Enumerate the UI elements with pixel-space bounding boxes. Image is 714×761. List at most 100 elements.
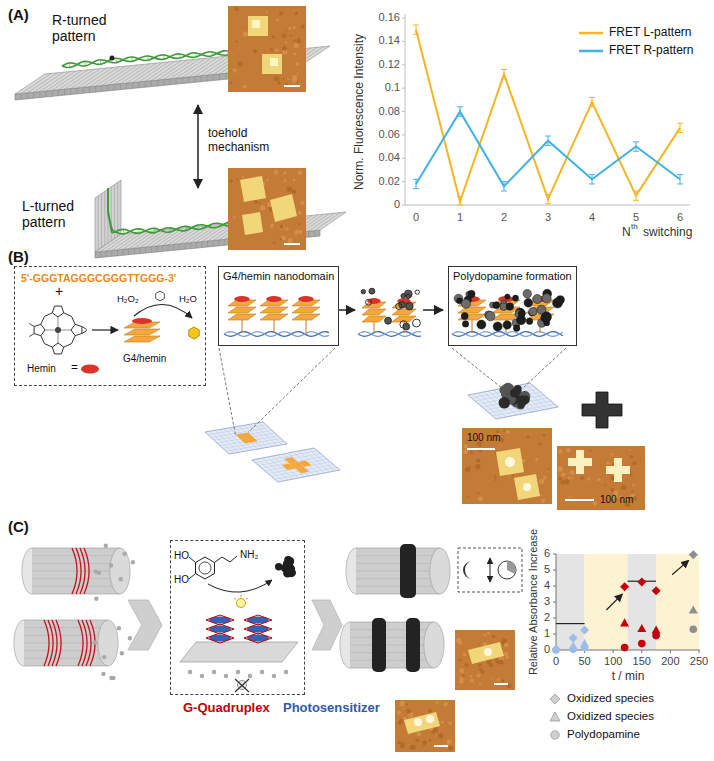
mean-line — [556, 623, 585, 624]
photosensitizer-dot — [120, 651, 124, 655]
afm-noise — [448, 721, 452, 725]
error-cap — [589, 174, 595, 175]
process-arrow — [339, 309, 355, 311]
time-band — [628, 554, 657, 650]
dna-helix — [358, 332, 421, 337]
origami-rod — [200, 76, 201, 82]
afm-noise — [285, 30, 287, 32]
afm-noise — [280, 225, 284, 229]
tube-outline — [350, 622, 434, 623]
circle-marker — [652, 632, 660, 640]
axis-title: th — [631, 222, 638, 231]
trend-arrow — [672, 560, 689, 574]
afm-noise — [274, 76, 279, 81]
origami-rod — [52, 90, 53, 96]
polydopamine-particle — [533, 295, 542, 304]
afm-noise — [301, 25, 305, 29]
afm-noise — [254, 200, 258, 204]
legend-entry: Oxidized species — [548, 710, 654, 723]
afm-noise — [479, 683, 481, 685]
node-text: Polydopamine formation — [453, 270, 572, 283]
process-arrow — [312, 600, 342, 650]
oxidation-arrow — [208, 580, 272, 592]
tick — [402, 134, 405, 135]
dopamine-particle — [406, 302, 413, 309]
pattern-panel: R-turned pattern — [40, 8, 220, 103]
afm-noise — [230, 81, 233, 84]
tube-end — [98, 620, 118, 666]
afm-noise — [539, 479, 544, 484]
origami-sheet — [252, 448, 340, 482]
afm-noise — [630, 455, 633, 458]
afm-noise — [503, 430, 505, 432]
axis-tick: 5 — [633, 211, 639, 224]
origami-sheet — [180, 642, 298, 662]
bond — [215, 556, 238, 563]
meso-bridge — [41, 336, 45, 344]
pyrrole-ring — [52, 306, 63, 317]
g-quartet — [228, 307, 256, 313]
catalysis-arrow — [134, 304, 192, 318]
origami-rod — [83, 87, 84, 93]
origami-rod — [27, 93, 28, 99]
origami-rod — [89, 87, 90, 93]
origami-rod — [213, 75, 214, 81]
error-cap — [545, 136, 551, 137]
afm-image — [455, 630, 515, 690]
afm-noise — [593, 497, 595, 499]
tube-helix — [24, 635, 108, 636]
polydopamine-box: Polydopamine formation — [448, 266, 577, 346]
afm-noise — [238, 61, 243, 66]
legend-swatch — [548, 693, 562, 705]
afm-noise — [456, 638, 461, 643]
process-arrow — [128, 600, 162, 650]
origami-rod — [114, 185, 115, 239]
hemin-disc — [132, 318, 152, 324]
afm-noise — [568, 476, 571, 479]
tube-end — [430, 548, 450, 594]
blocked-mark — [235, 679, 249, 692]
error-cap — [589, 106, 595, 107]
afm-noise — [632, 484, 635, 487]
g4-band — [76, 548, 81, 594]
dopamine-ring — [196, 557, 215, 579]
trend-arrow — [606, 594, 622, 610]
g-quartet-frame — [206, 633, 234, 643]
diamond-marker — [569, 634, 578, 643]
process-arrow — [423, 309, 443, 311]
legend-text: Polydopamine — [567, 728, 640, 741]
tube-afm — [404, 712, 440, 734]
error-bar — [460, 107, 461, 116]
polydopamine-particle — [542, 312, 552, 322]
light-ray — [234, 598, 236, 600]
light-bulb — [237, 599, 246, 608]
hemin-symbol — [81, 365, 99, 374]
photosensitizer-dot — [272, 674, 277, 679]
polydopamine-afm — [426, 715, 434, 723]
x-axis — [405, 205, 690, 206]
reaction-arrow — [92, 329, 118, 330]
legend-entry: Polydopamine — [548, 728, 640, 741]
afm-noise — [459, 668, 464, 673]
node-text: + — [55, 283, 63, 299]
meso-bridge — [44, 344, 52, 348]
g-quartet — [458, 307, 486, 313]
afm-noise — [476, 458, 480, 462]
afm-noise — [235, 40, 237, 42]
tube-helix — [24, 650, 108, 651]
g4-band — [44, 620, 49, 666]
origami-rod — [123, 249, 124, 255]
afm-noise — [504, 643, 509, 648]
sheet-grid — [255, 451, 317, 463]
node-text: G4/hemin — [123, 353, 166, 365]
sheet-grid — [217, 433, 275, 443]
polydopamine-particle — [526, 318, 532, 324]
afm-noise — [499, 659, 504, 664]
afm-noise — [587, 477, 590, 480]
axis-tick: 6 — [677, 211, 683, 224]
polydopamine-ring — [372, 618, 386, 672]
tube-helix — [350, 660, 434, 661]
error-cap — [677, 183, 683, 184]
g4-stem — [472, 320, 473, 333]
afm-noise — [410, 745, 416, 751]
